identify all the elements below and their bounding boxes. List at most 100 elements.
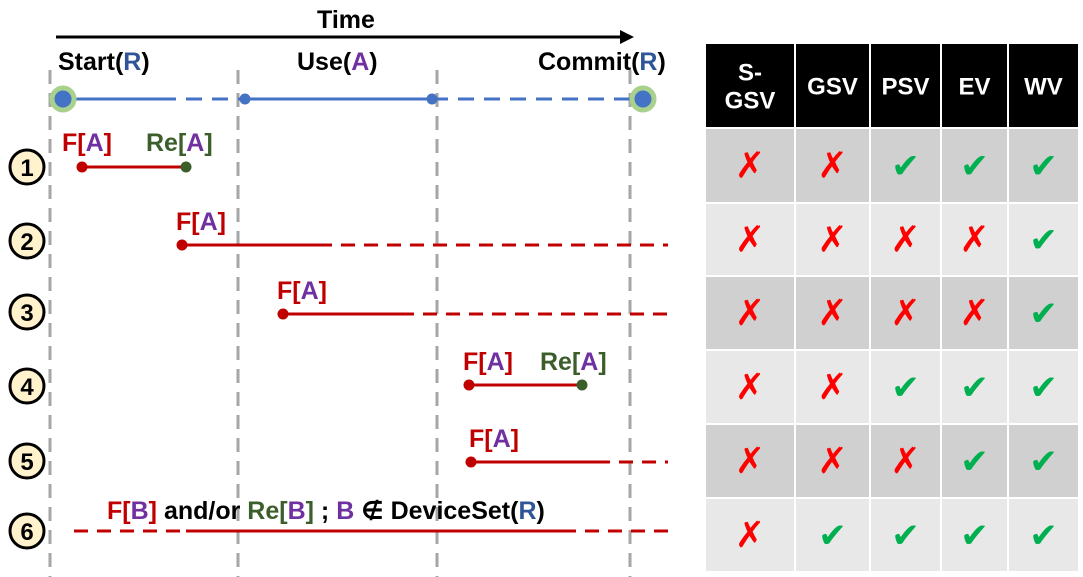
- cross-icon: ✗: [817, 219, 847, 260]
- phase-guides: [48, 70, 632, 577]
- table-cell-gsv: [794, 202, 871, 277]
- cross-icon: ✗: [735, 514, 765, 555]
- failure-point: [463, 379, 475, 391]
- failure-label: F[A]: [277, 277, 327, 305]
- table-cell-gsv: [794, 497, 871, 573]
- check-icon: ✔: [1029, 295, 1058, 333]
- scenario-4: 4 F[A] Re[A]: [8, 348, 607, 405]
- table-cell-ev: [940, 127, 1009, 204]
- scenario-5: 5 F[A]: [8, 425, 668, 480]
- header-label-psv: PSV: [881, 74, 929, 101]
- header-cell-wv: [1007, 42, 1080, 129]
- scenario-6: 6 F[B] and/or Re[B] ; B ∉ DeviceSet(R): [8, 497, 668, 550]
- check-icon: ✔: [1029, 369, 1058, 407]
- table-cell-s-gsv: [704, 275, 796, 351]
- time-axis-label: Time: [317, 6, 375, 34]
- scenario-number: 1: [20, 155, 33, 182]
- check-icon: ✔: [960, 443, 989, 481]
- scenario-badge: [8, 442, 46, 480]
- start-node: [49, 85, 77, 113]
- scenario-badge: [8, 222, 46, 260]
- scenario-badge: [8, 148, 46, 186]
- header-label-wv: WV: [1024, 74, 1063, 101]
- scenario-number: 2: [20, 229, 33, 256]
- scenario-badge: [8, 293, 46, 331]
- cross-icon: ✗: [817, 366, 847, 407]
- cross-icon: ✗: [959, 219, 989, 260]
- table-cell-psv: [869, 127, 942, 204]
- scenario-number: 6: [20, 519, 33, 546]
- table-cell-gsv: [794, 127, 871, 204]
- cross-icon: ✗: [735, 219, 765, 260]
- phase-start-label: Start(R): [58, 48, 150, 76]
- use-begin-node: [239, 93, 251, 105]
- failure-label: F[A]: [469, 425, 519, 453]
- cross-icon: ✗: [890, 440, 920, 481]
- recovery-point: [180, 161, 192, 173]
- scenario-number: 5: [20, 449, 33, 476]
- phase-use-label: Use(A): [297, 48, 378, 76]
- table-cell-gsv: [794, 349, 871, 425]
- cross-icon: ✗: [817, 145, 847, 186]
- check-icon: ✔: [960, 148, 989, 186]
- recovery-label: Re[A]: [146, 129, 213, 157]
- scenario-2: 2 F[A]: [8, 208, 668, 260]
- recovery-label: Re[A]: [540, 348, 607, 376]
- cross-icon: ✗: [890, 292, 920, 333]
- cross-icon: ✗: [817, 292, 847, 333]
- scenario-number: 3: [20, 300, 33, 327]
- scenario-3: 3 F[A]: [8, 277, 668, 331]
- cross-icon: ✗: [735, 366, 765, 407]
- table-cell-wv: [1007, 127, 1080, 204]
- commit-node: [629, 85, 657, 113]
- table-cell-wv: [1007, 349, 1080, 425]
- table-cell-s-gsv: [704, 497, 796, 573]
- check-icon: ✔: [891, 148, 920, 186]
- table-cell-s-gsv: [704, 127, 796, 204]
- cross-icon: ✗: [735, 440, 765, 481]
- check-icon: ✔: [1029, 443, 1058, 481]
- cross-icon: ✗: [890, 219, 920, 260]
- check-icon: ✔: [1029, 517, 1058, 555]
- check-icon: ✔: [960, 517, 989, 555]
- failure-point: [277, 308, 289, 320]
- table-cell-wv: [1007, 497, 1080, 573]
- scenario-number: 4: [20, 374, 34, 401]
- failure-label: F[A]: [176, 208, 226, 236]
- recovery-point: [576, 379, 588, 391]
- header-cell-s-gsv: [704, 42, 796, 129]
- scenario-badge: [8, 367, 46, 405]
- table-cell-psv: [869, 349, 942, 425]
- failure-point: [76, 161, 88, 173]
- header-label-gsv: GSV: [807, 74, 858, 101]
- check-icon: ✔: [818, 517, 847, 555]
- table-cell-ev: [940, 275, 1009, 351]
- scenario-badge: [8, 512, 46, 550]
- failure-label: F[A]: [62, 129, 112, 157]
- cross-icon: ✗: [735, 292, 765, 333]
- cross-icon: ✗: [817, 440, 847, 481]
- cross-icon: ✗: [959, 292, 989, 333]
- use-end-node: [426, 93, 438, 105]
- check-icon: ✔: [1029, 148, 1058, 186]
- scenario-6-statement: F[B] and/or Re[B] ; B ∉ DeviceSet(R): [107, 497, 545, 525]
- failure-point: [465, 456, 477, 468]
- check-icon: ✔: [891, 517, 920, 555]
- check-icon: ✔: [891, 369, 920, 407]
- header-label-s-gsv: GSV: [725, 88, 776, 115]
- cross-icon: ✗: [735, 145, 765, 186]
- failure-point: [176, 239, 188, 251]
- table-cell-psv: [869, 275, 942, 351]
- check-icon: ✔: [960, 369, 989, 407]
- header-label-ev: EV: [958, 74, 990, 101]
- table-cell-s-gsv: [704, 202, 796, 277]
- table-cell-wv: [1007, 275, 1080, 351]
- scenario-1: 1 F[A] Re[A]: [8, 129, 213, 186]
- header-cell-psv: [869, 42, 942, 129]
- time-arrow-head: [620, 30, 634, 44]
- table-cell-gsv: [794, 275, 871, 351]
- table-cell-ev: [940, 497, 1009, 573]
- phase-commit-label: Commit(R): [538, 48, 666, 76]
